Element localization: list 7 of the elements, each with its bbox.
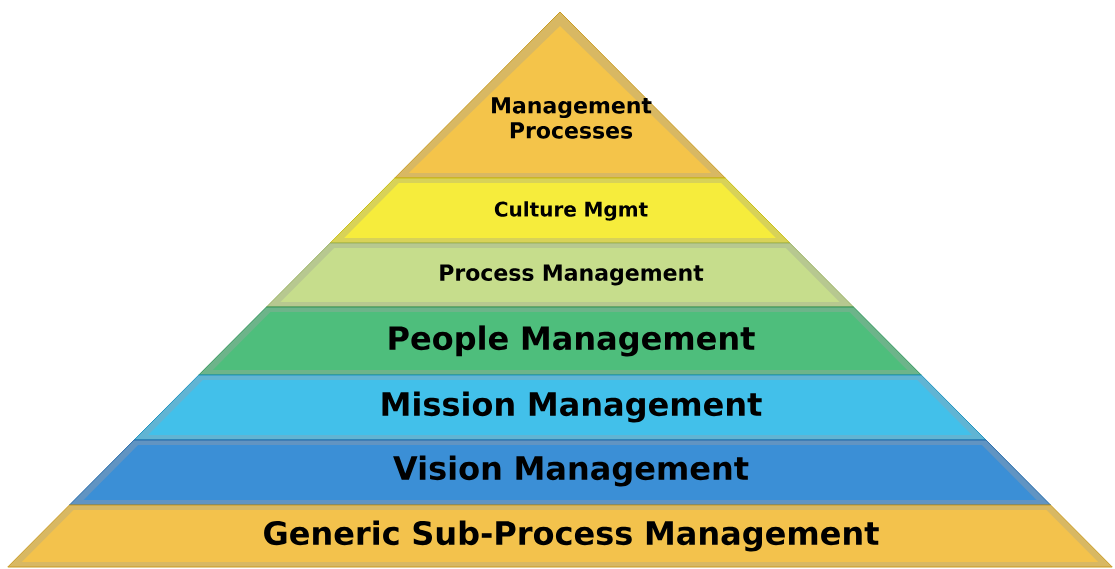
pyramid-tier: Process Management xyxy=(266,242,854,308)
pyramid-tier: Vision Management xyxy=(69,439,1051,506)
pyramid-tier: Mission Management xyxy=(133,374,987,441)
pyramid-tier: Generic Sub-Process Management xyxy=(7,504,1113,568)
pyramid-tier: Management Processes xyxy=(394,11,726,179)
pyramid-tier: People Management xyxy=(198,306,922,376)
pyramid-tier: Culture Mgmt xyxy=(329,177,791,244)
